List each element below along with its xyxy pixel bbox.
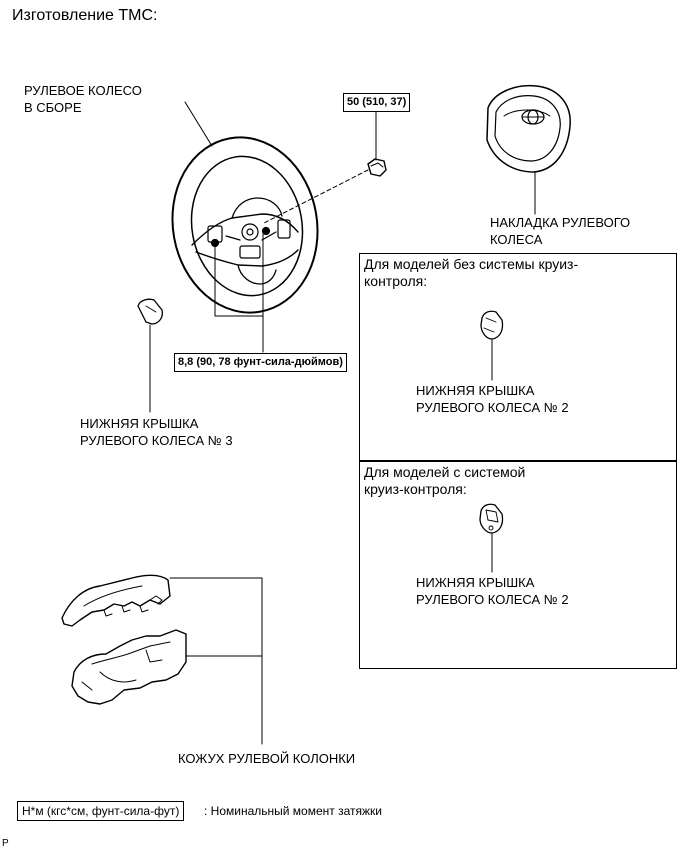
torque-spec-bolt: 8,8 (90, 78 фунт-сила-дюймов) <box>174 353 347 372</box>
column-cover-lower <box>71 629 187 705</box>
legend-units-box: Н*м (кгс*см, фунт-сила-фут) <box>17 801 185 821</box>
panel-no-cruise-heading-line1: Для моделей без системы круиз- <box>364 256 579 272</box>
panel-with-cruise-control <box>359 461 677 669</box>
pad-label-line2: КОЛЕСА <box>490 232 543 247</box>
panel-cruise-label-line1: НИЖНЯЯ КРЫШКА <box>416 575 535 590</box>
column-cover-label: КОЖУХ РУЛЕВОЙ КОЛОНКИ <box>178 751 356 766</box>
page-title: Изготовление ТМС: <box>12 7 158 24</box>
nut <box>367 158 387 177</box>
column-cover-upper <box>61 574 171 627</box>
panel-cruise-heading-line2: круиз-контроля: <box>364 481 467 497</box>
steering-wheel-label-line2: В СБОРЕ <box>24 100 82 115</box>
steering-wheel-label-line1: РУЛЕВОЕ КОЛЕСО <box>24 83 142 98</box>
steering-wheel-pad <box>486 84 571 173</box>
panel-cruise-label-line2: РУЛЕВОГО КОЛЕСА № 2 <box>416 592 569 607</box>
pad-label-line1: НАКЛАДКА РУЛЕВОГО <box>490 215 631 230</box>
panel-cruise-heading-line1: Для моделей с системой <box>364 464 526 480</box>
panel-no-cruise-label-line2: РУЛЕВОГО КОЛЕСА № 2 <box>416 400 569 415</box>
panel-without-cruise-control <box>359 253 677 461</box>
panel-no-cruise-label-line1: НИЖНЯЯ КРЫШКА <box>416 383 535 398</box>
lower-cover-no2-cruise <box>479 503 504 534</box>
panel-no-cruise-heading-line2: контроля: <box>364 273 428 289</box>
steering-wheel-assembly <box>171 136 319 314</box>
legend-description: : Номинальный момент затяжки <box>204 804 382 818</box>
footer-mark: P <box>2 838 9 849</box>
cover3-label-line1: НИЖНЯЯ КРЫШКА <box>80 416 199 431</box>
lower-cover-no3 <box>137 298 164 325</box>
cover3-label-line2: РУЛЕВОГО КОЛЕСА № 3 <box>80 433 233 448</box>
torque-spec-nut: 50 (510, 37) <box>343 93 411 112</box>
lower-cover-no2-basic <box>480 310 504 340</box>
